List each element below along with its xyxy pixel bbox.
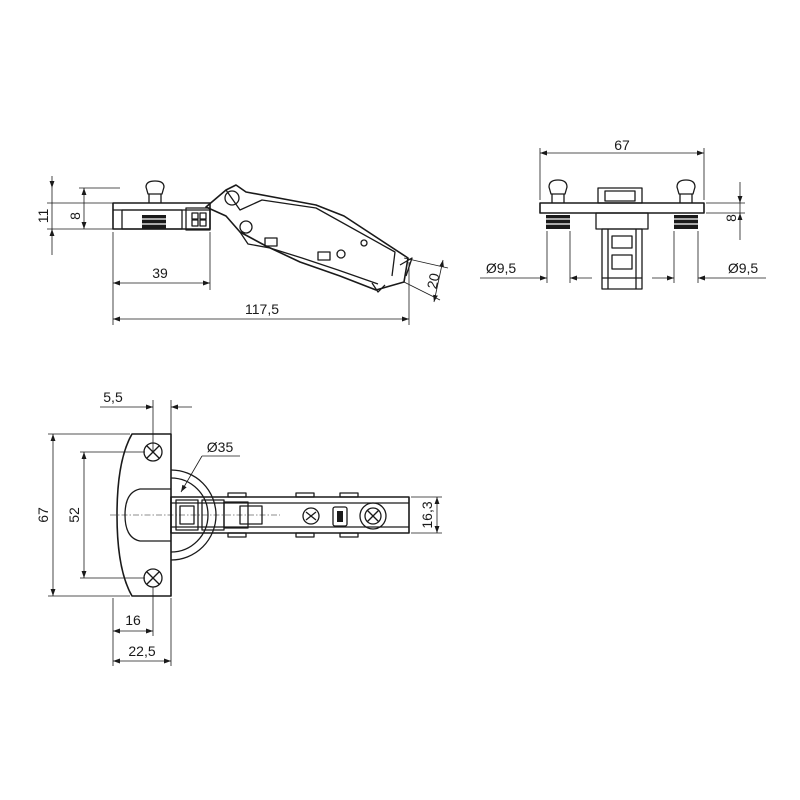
side-view: 11 8 39 117,5 20 [35,176,449,325]
end-hinge-body [601,228,643,290]
dim-end-plate-thickness: 8 [723,214,739,222]
dim-plate-thickness: 8 [67,212,83,220]
top-mounting-plate [110,433,280,597]
dim-plate-height: 67 [35,507,51,523]
side-hinge-arm [205,184,413,293]
end-screw-right [674,179,698,229]
dim-arm-height: 20 [424,271,443,290]
top-view: 5,5 Ø35 67 52 16 22,5 16,3 [35,389,442,666]
top-adjustment-slot [332,506,348,527]
dim-plate-width: 67 [614,137,630,153]
side-screw [142,180,166,229]
end-screw-left [546,179,570,229]
dim-hole-spacing: 52 [66,507,82,523]
end-view: 67 8 Ø9,5 Ø9,5 [480,137,766,290]
top-screw-lower [143,568,163,588]
dim-cup-center: 22,5 [128,643,155,659]
top-dimensions [48,400,442,666]
dim-height-total: 11 [35,209,51,224]
dim-dowel-left: Ø9,5 [486,260,517,276]
end-dimensions [480,148,766,283]
dim-edge-offset: 5,5 [103,389,123,405]
top-adjustment-screw [302,507,320,525]
top-cross-screw [359,502,387,530]
dim-cup-diameter: Ø35 [207,439,234,455]
dim-cup-offset: 39 [152,265,168,281]
dim-overall-length: 117,5 [245,301,279,317]
dim-hole-offset: 16 [125,612,141,628]
dim-dowel-right: Ø9,5 [728,260,759,276]
dim-arm-width: 16,3 [419,501,435,528]
side-dimensions [47,176,449,325]
